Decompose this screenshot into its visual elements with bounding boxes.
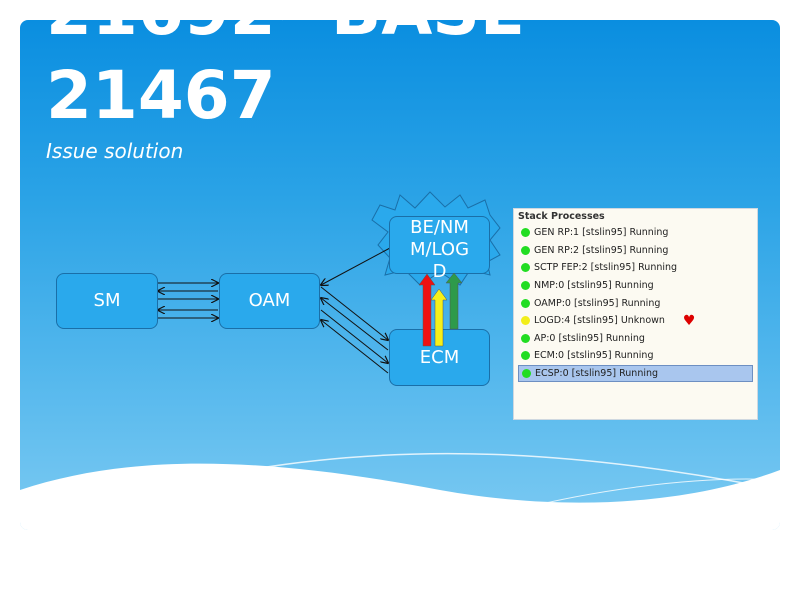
slide-subtitle: Issue solution: [46, 139, 184, 163]
status-dot-icon: [521, 333, 530, 343]
process-row[interactable]: ECM:0 [stslin95] Running: [518, 347, 753, 365]
process-label: GEN RP:1 [stslin95] Running: [534, 227, 669, 239]
status-dot-icon: [521, 263, 530, 273]
oam-box: OAM: [219, 273, 320, 329]
process-label: LOGD:4 [stslin95] Unknown: [534, 315, 665, 327]
process-row[interactable]: OAMP:0 [stslin95] Running: [518, 294, 753, 312]
process-row[interactable]: LOGD:4 [stslin95] Unknown ♥: [518, 312, 753, 330]
status-dot-icon: [521, 298, 530, 308]
stack-processes-header: Stack Processes: [518, 211, 605, 222]
stack-processes-panel: Stack Processes GEN RP:1 [stslin95] Runn…: [513, 208, 758, 420]
oam-label: OAM: [248, 290, 291, 311]
process-label: GEN RP:2 [stslin95] Running: [534, 244, 669, 256]
status-dot-icon: [521, 245, 530, 255]
status-dot-icon: [521, 281, 530, 291]
heart-icon: ♥: [682, 312, 696, 329]
ecm-label: ECM: [419, 346, 460, 368]
oam-ecm-arrows: [321, 247, 391, 374]
be-nmm-logd-label: BE/NMM/LOGD: [409, 217, 470, 282]
yellow-arrow: [430, 288, 448, 347]
process-label: ECM:0 [stslin95] Running: [534, 350, 654, 362]
green-arrow: [445, 272, 463, 330]
sm-box: SM: [56, 273, 158, 329]
process-label: AP:0 [stslin95] Running: [534, 332, 645, 344]
process-label: OAMP:0 [stslin95] Running: [534, 297, 661, 309]
process-row[interactable]: GEN RP:1 [stslin95] Running: [518, 224, 753, 242]
process-row[interactable]: ECSP:0 [stslin95] Running: [518, 364, 753, 383]
status-dot-icon: [521, 228, 530, 238]
wave-decoration: [20, 452, 780, 530]
process-row[interactable]: NMP:0 [stslin95] Running: [518, 277, 753, 295]
process-label: ECSP:0 [stslin95] Running: [535, 368, 659, 380]
status-dot-icon: [522, 369, 531, 379]
status-dot-icon: [521, 316, 530, 326]
title-line-2: 21467: [46, 57, 276, 134]
title-line-1: 21692~BASE-: [46, 0, 553, 50]
process-label: NMP:0 [stslin95] Running: [534, 280, 654, 292]
process-row[interactable]: AP:0 [stslin95] Running: [518, 330, 753, 348]
process-row[interactable]: GEN RP:2 [stslin95] Running: [518, 242, 753, 260]
red-arrow: [418, 273, 436, 347]
process-row[interactable]: SCTP FEP:2 [stslin95] Running: [518, 259, 753, 277]
status-dot-icon: [521, 351, 530, 361]
be-nmm-logd-box: BE/NMM/LOGD: [389, 216, 490, 282]
slide-title: 21692~BASE- 21467: [46, 0, 552, 138]
sm-oam-arrows: [158, 283, 218, 318]
process-label: SCTP FEP:2 [stslin95] Running: [534, 262, 678, 274]
sm-label: SM: [93, 290, 121, 311]
